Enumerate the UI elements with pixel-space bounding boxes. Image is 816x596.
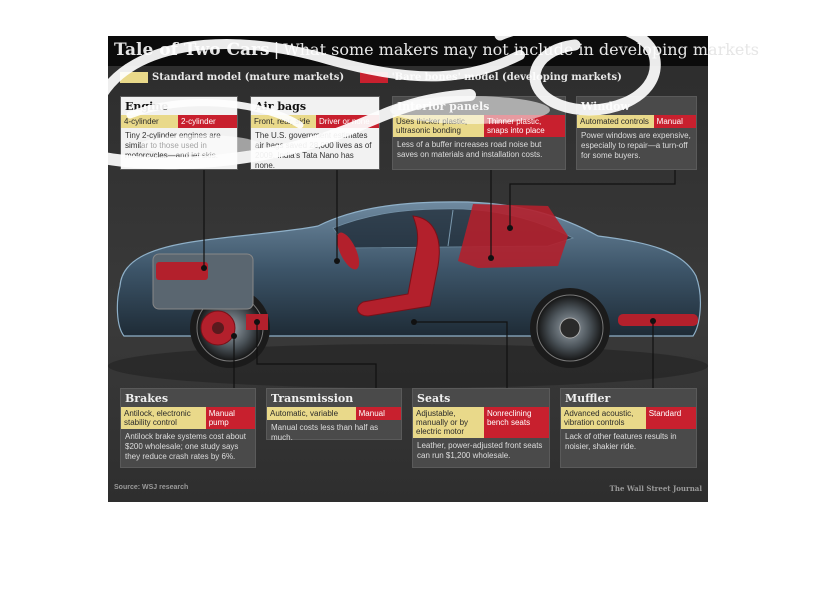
callout-transmission-desc: Manual costs less than half as much.: [271, 423, 379, 442]
callout-transmission-bare: Manual: [355, 407, 401, 420]
footer-source: Source: WSJ research: [114, 484, 189, 491]
callout-airbags-compare: Front, rear, side Driver or none: [251, 115, 379, 128]
leader-dots: [201, 225, 656, 339]
callout-muffler-compare: Advanced acoustic, vibration controls St…: [561, 407, 696, 429]
car-illustration: [108, 170, 708, 388]
callout-window: Window Automated controls Manual Power w…: [576, 96, 697, 170]
callout-muffler-standard: Advanced acoustic, vibration controls: [561, 407, 646, 429]
dot-interior: [488, 255, 494, 261]
callout-transmission-standard: Automatic, variable: [267, 407, 356, 420]
callout-transmission-compare: Automatic, variable Manual: [267, 407, 401, 420]
seat-highlight: [357, 215, 440, 317]
callout-window-bare: Manual: [653, 115, 696, 128]
callout-transmission: Transmission Automatic, variable Manual …: [266, 388, 402, 442]
callout-interior-title: Interior panels: [397, 100, 490, 113]
callout-seats-bare: Nonreclining bench seats: [483, 407, 549, 438]
callout-muffler: Muffler Advanced acoustic, vibration con…: [560, 388, 697, 468]
callout-airbags-title: Air bags: [255, 100, 307, 113]
dot-transmission: [254, 319, 260, 325]
dot-muffler: [650, 318, 656, 324]
callout-airbags: Air bags Front, rear, side Driver or non…: [250, 96, 380, 170]
dot-seats: [411, 319, 417, 325]
callout-engine-standard: 4-cylinder: [121, 115, 179, 128]
callout-brakes-desc: Antilock brake systems cost about $200 w…: [125, 432, 246, 461]
callout-muffler-desc: Lack of other features results in noisie…: [565, 432, 677, 451]
callout-engine-desc: Tiny 2-cylinder engines are similar to t…: [125, 131, 221, 160]
callout-interior: Interior panels Uses thicker plastic, ul…: [392, 96, 566, 170]
callout-engine: Engine 4-cylinder 2-cylinder Tiny 2-cyli…: [120, 96, 238, 170]
callout-seats-standard: Adjustable, manually or by electric moto…: [413, 407, 484, 438]
callout-transmission-title: Transmission: [271, 392, 354, 405]
muffler-highlight: [618, 314, 698, 326]
footer-credit: The Wall Street Journal: [609, 484, 702, 493]
dot-airbags: [334, 258, 340, 264]
callout-engine-title: Engine: [125, 100, 169, 113]
leader-window: [509, 170, 676, 228]
callout-seats-title: Seats: [417, 392, 451, 405]
engine-highlight: [156, 262, 208, 280]
callout-window-compare: Automated controls Manual: [577, 115, 696, 128]
b-pillar: [447, 209, 454, 247]
leader-transmission: [256, 322, 377, 388]
dot-brakes: [231, 333, 237, 339]
airbag-highlight: [336, 232, 360, 270]
callout-window-desc: Power windows are expensive, especially …: [581, 131, 691, 160]
leader-seats: [414, 321, 508, 388]
callout-seats-compare: Adjustable, manually or by electric moto…: [413, 407, 549, 438]
callout-interior-bare: Thinner plastic, snaps into place: [483, 115, 565, 137]
brake-hub: [212, 322, 224, 334]
callout-brakes-compare: Antilock, electronic stability control M…: [121, 407, 255, 429]
callout-muffler-bare: Standard: [645, 407, 696, 429]
dot-engine: [201, 265, 207, 271]
callout-window-title: Window: [581, 100, 630, 113]
dot-window: [507, 225, 513, 231]
callout-brakes: Brakes Antilock, electronic stability co…: [120, 388, 256, 468]
callout-brakes-title: Brakes: [125, 392, 169, 405]
leader-lines: [203, 170, 676, 388]
callout-interior-desc: Less of a buffer increases road noise bu…: [397, 140, 543, 159]
callout-brakes-bare: Manual pump: [205, 407, 255, 429]
callout-window-standard: Automated controls: [577, 115, 654, 128]
callout-airbags-standard: Front, rear, side: [251, 115, 316, 128]
callout-interior-standard: Uses thicker plastic, ultrasonic bonding: [393, 115, 484, 137]
callout-brakes-standard: Antilock, electronic stability control: [121, 407, 206, 429]
callout-airbags-bare: Driver or none: [315, 115, 379, 128]
callout-engine-bare: 2-cylinder: [178, 115, 237, 128]
callout-seats: Seats Adjustable, manually or by electri…: [412, 388, 550, 468]
infographic-frame: Tale of Two Cars|What some makers may no…: [108, 36, 759, 502]
rear-wheel-hub: [559, 317, 581, 339]
interior-panel-highlight: [458, 204, 568, 268]
callout-seats-desc: Leather, power-adjusted front seats can …: [417, 441, 543, 460]
callout-muffler-title: Muffler: [565, 392, 611, 405]
callout-engine-compare: 4-cylinder 2-cylinder: [121, 115, 237, 128]
callout-airbags-desc: The U.S. government estimates air bags s…: [255, 131, 372, 170]
callout-interior-compare: Uses thicker plastic, ultrasonic bonding…: [393, 115, 565, 137]
